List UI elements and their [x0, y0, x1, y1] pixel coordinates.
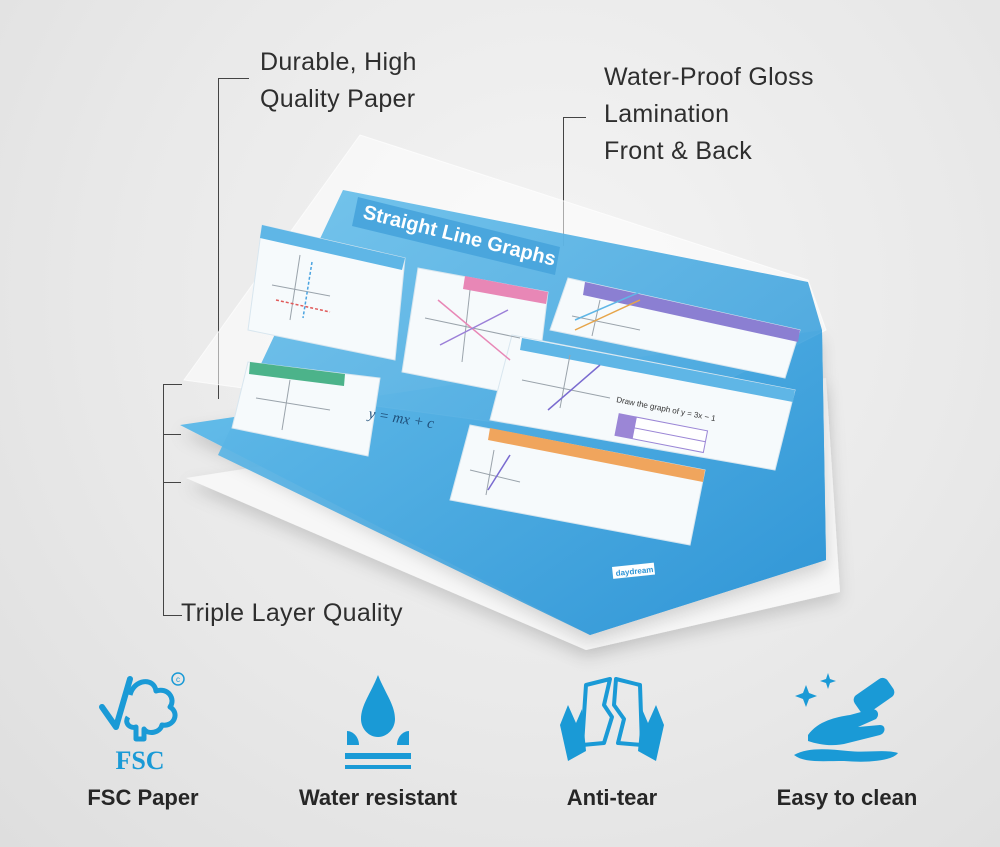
panel-header: [463, 276, 548, 304]
feature-label: Easy to clean: [776, 785, 918, 810]
callout-durable-paper: Durable, High Quality Paper: [260, 44, 417, 118]
callout-line: Quality Paper: [260, 85, 416, 113]
poster-graphs: [255, 254, 641, 496]
callout-line: Water-Proof Gloss: [604, 63, 814, 91]
callout-line: Lamination: [604, 100, 730, 128]
leader-triple-tick-mid: [163, 434, 181, 435]
feature-fsc: c FSC: [30, 665, 250, 775]
water-drop-icon: [345, 675, 411, 769]
poster-brand: daydream: [615, 565, 654, 578]
callout-triple-layer: Triple Layer Quality: [181, 595, 403, 632]
poster-title-banner: [352, 197, 560, 275]
cleaning-hand-icon: [794, 673, 898, 762]
panel-header: [260, 225, 405, 270]
feature-label: FSC Paper: [87, 785, 199, 810]
feature-label: Anti-tear: [566, 785, 658, 810]
leader-triple: [163, 384, 182, 616]
feature-label: Water resistant: [298, 785, 458, 810]
panel-header: [488, 428, 705, 482]
callout-line: Front & Back: [604, 137, 753, 165]
callout-line: Triple Layer Quality: [181, 599, 403, 627]
panel-header: [249, 362, 345, 386]
poster-brand-tag: [612, 562, 656, 579]
feature-anti-tear: [502, 665, 722, 775]
tearing-paper-icon: [560, 677, 664, 761]
callout-lamination: Water-Proof Gloss Lamination Front & Bac…: [604, 59, 814, 170]
leader-triple-tick-low: [163, 482, 181, 483]
panel-header: [520, 338, 795, 402]
callout-line: Durable, High: [260, 48, 417, 76]
fsc-logo-text: FSC: [115, 746, 164, 775]
fsc-tree-icon: c FSC: [99, 672, 185, 775]
panel-parallel: [549, 277, 801, 379]
panel-header: [583, 282, 800, 342]
panel-draw: [489, 334, 796, 471]
svg-text:c: c: [176, 675, 180, 684]
feature-water: [268, 665, 488, 775]
poster-table: [614, 413, 709, 454]
leader-lamination: [563, 117, 586, 246]
poster-plot-lines: [275, 261, 641, 491]
leader-paper: [218, 78, 249, 399]
feature-clean: [738, 665, 958, 775]
